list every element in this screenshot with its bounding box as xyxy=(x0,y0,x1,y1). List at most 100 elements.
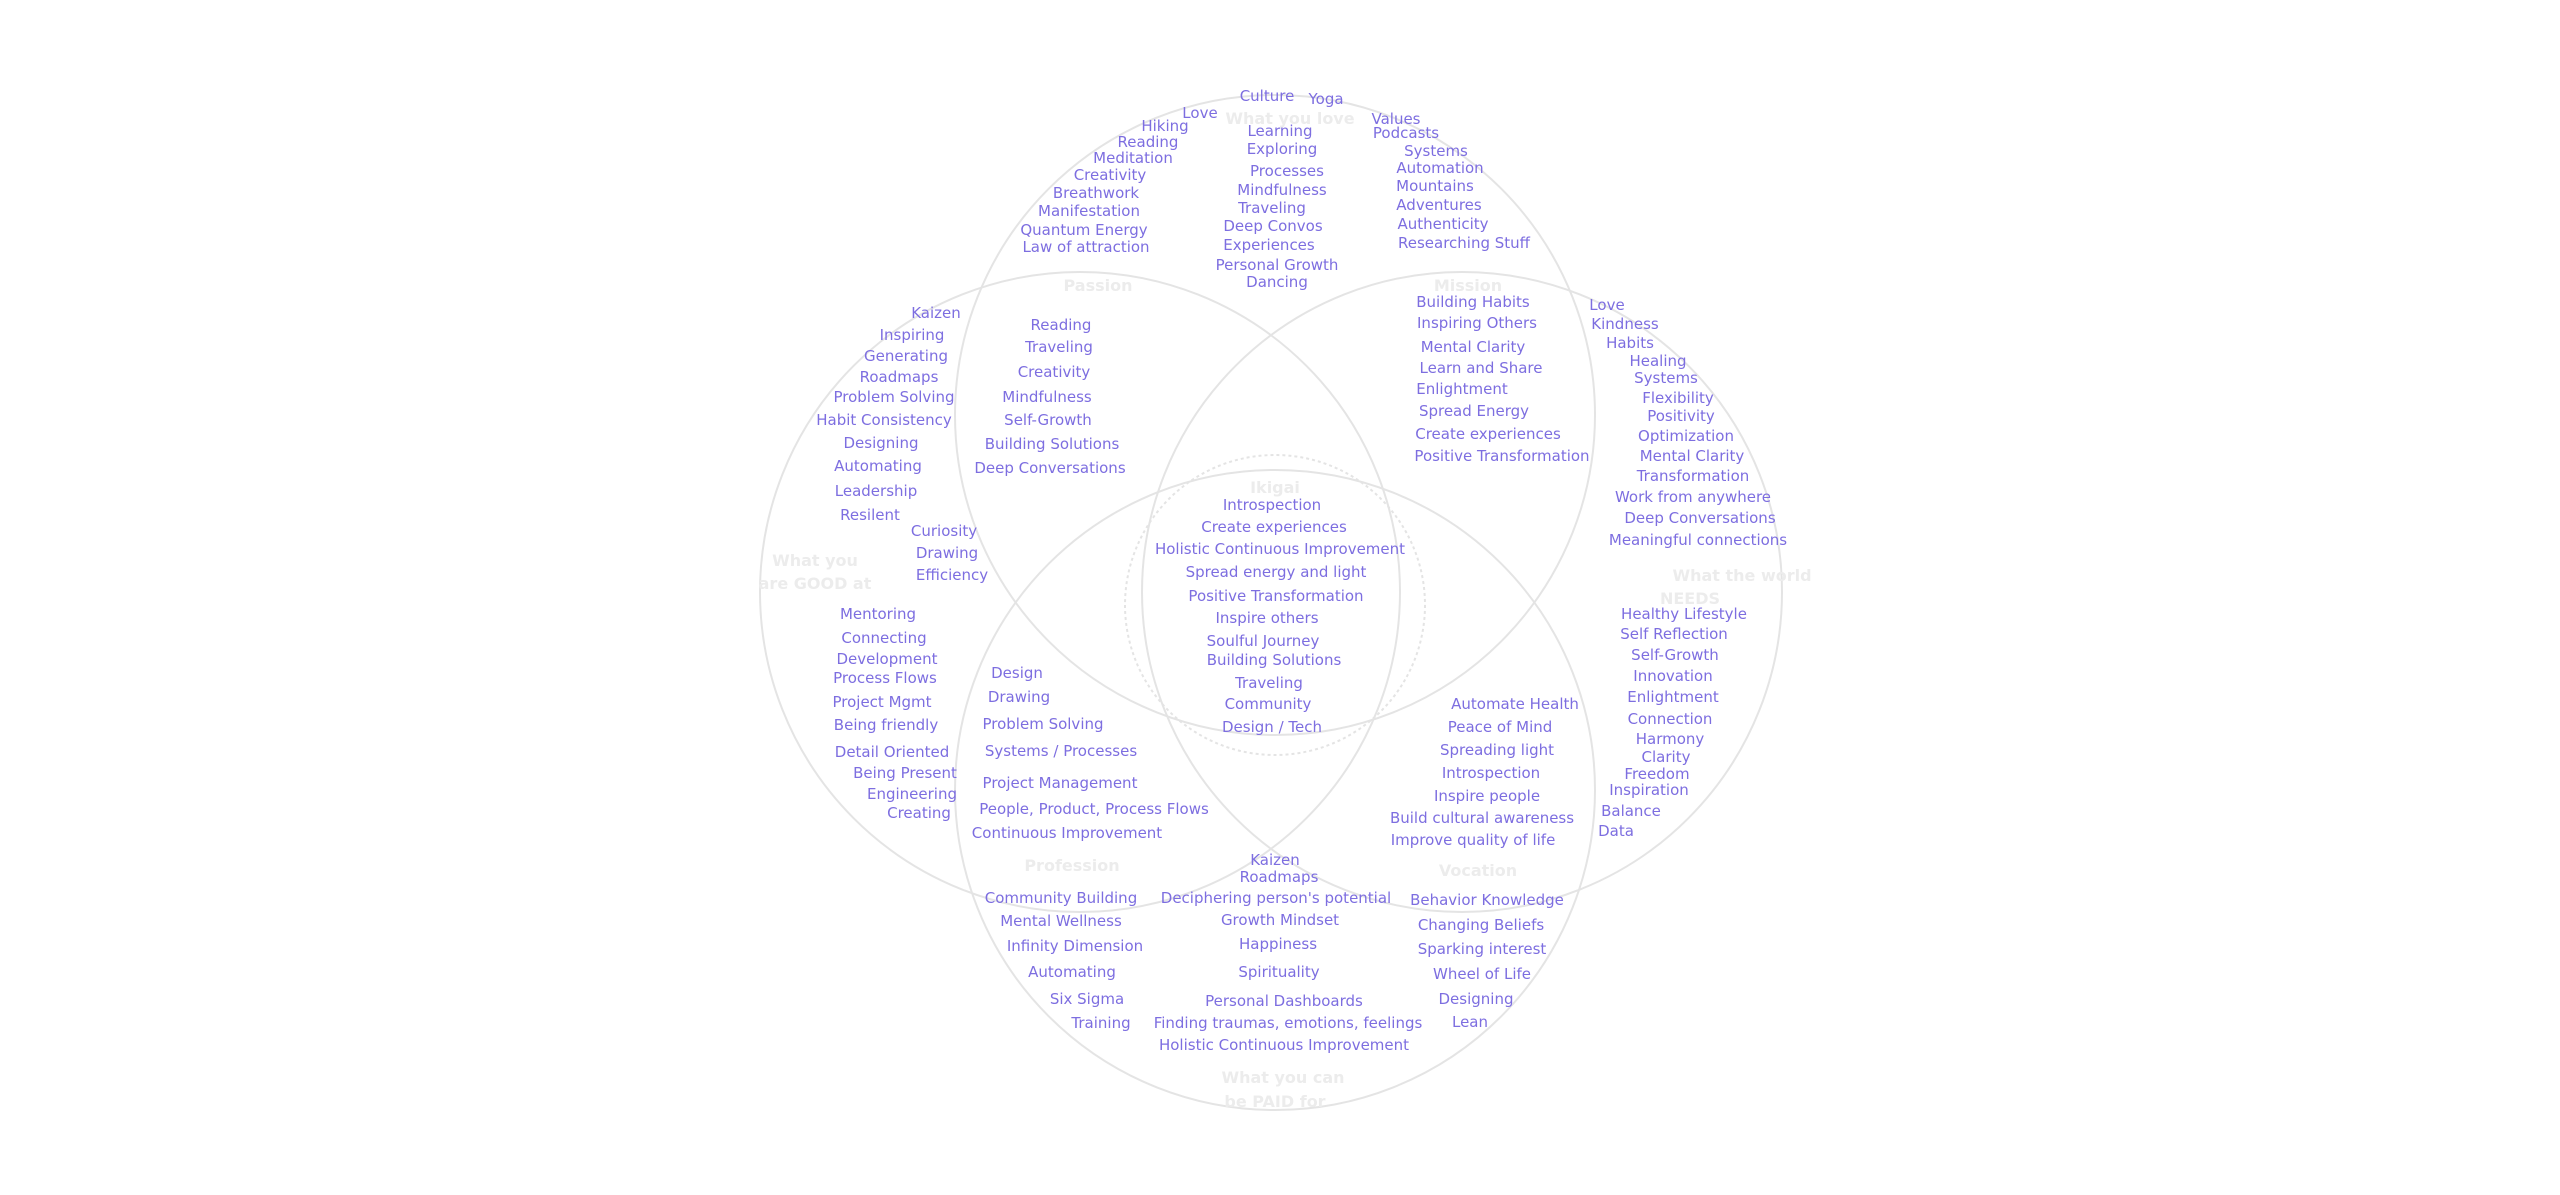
world-needs-item: Clarity xyxy=(1641,748,1691,766)
vocation-item: Inspire people xyxy=(1433,787,1541,805)
vocation-item: Improve quality of life xyxy=(1390,831,1556,849)
world-needs-item: Love xyxy=(1589,296,1625,314)
love-item: Creativity xyxy=(1073,166,1147,184)
good-at-item: Habit Consistency xyxy=(816,411,952,429)
passion-item: Building Solutions xyxy=(984,435,1120,453)
title-world-needs-line1: What the world xyxy=(1672,566,1811,585)
vocation-item: Build cultural awareness xyxy=(1389,809,1575,827)
passion-item: Traveling xyxy=(1025,338,1093,356)
good-at-item: Efficiency xyxy=(915,566,989,584)
good-at-item: Detail Oriented xyxy=(834,743,950,761)
ikigai-item: Create experiences xyxy=(1201,518,1347,536)
ikigai-item: Traveling xyxy=(1235,674,1303,692)
world-needs-item: Self Reflection xyxy=(1620,625,1728,643)
mission-item: Positive Transformation xyxy=(1414,447,1590,465)
love-item: Podcasts xyxy=(1372,124,1440,142)
title-profession: Profession xyxy=(1024,856,1119,875)
good-at-item: Drawing xyxy=(915,544,979,562)
profession-item: Design xyxy=(991,664,1043,682)
title-good-at-line1: What you xyxy=(772,551,858,570)
mission-item: Inspiring Others xyxy=(1417,314,1537,332)
good-at-item: Mentoring xyxy=(839,605,917,623)
paid-item: Community Building xyxy=(984,889,1138,907)
mission-item: Learn and Share xyxy=(1419,359,1543,377)
world-needs-item: Inspiration xyxy=(1609,781,1689,799)
title-vocation: Vocation xyxy=(1439,861,1517,880)
love-item: Law of attraction xyxy=(1022,238,1150,256)
title-good-at-line2: are GOOD at xyxy=(759,574,872,593)
title-passion: Passion xyxy=(1063,276,1132,295)
good-at-item: Roadmaps xyxy=(859,368,939,386)
love-item: Automation xyxy=(1396,159,1484,177)
good-at-item: Problem Solving xyxy=(833,388,955,406)
love-item: Love xyxy=(1182,104,1218,122)
good-at-item: Engineering xyxy=(867,785,957,803)
world-needs-item: Flexibility xyxy=(1642,389,1714,407)
world-needs-item: Data xyxy=(1598,822,1634,840)
profession-item: People, Product, Process Flows xyxy=(979,800,1209,818)
good-at-item: Automating xyxy=(834,457,922,475)
paid-item: Deciphering person's potential xyxy=(1160,889,1392,907)
vocation-item: Spreading light xyxy=(1439,741,1555,759)
love-item: Manifestation xyxy=(1038,202,1140,220)
circle-what-you-love xyxy=(954,94,1596,736)
good-at-item: Generating xyxy=(863,347,949,365)
paid-item: Training xyxy=(1071,1014,1131,1032)
passion-item: Self-Growth xyxy=(1004,411,1092,429)
paid-item: Mental Wellness xyxy=(1000,912,1122,930)
world-needs-item: Harmony xyxy=(1635,730,1705,748)
good-at-item: Being friendly xyxy=(833,716,939,734)
good-at-item: Inspiring xyxy=(879,326,945,344)
world-needs-item: Optimization xyxy=(1638,427,1734,445)
world-needs-item: Deep Conversations xyxy=(1624,509,1776,527)
ikigai-item: Spread energy and light xyxy=(1185,563,1367,581)
good-at-item: Development xyxy=(836,650,938,668)
circle-what-you-can-be-paid-for xyxy=(954,469,1596,1111)
love-item: Experiences xyxy=(1223,236,1315,254)
profession-item: Continuous Improvement xyxy=(971,824,1163,842)
world-needs-item: Systems xyxy=(1634,369,1698,387)
ikigai-item: Community xyxy=(1224,695,1312,713)
ikigai-item: Introspection xyxy=(1222,496,1322,514)
love-item: Processes xyxy=(1250,162,1324,180)
mission-item: Spread Energy xyxy=(1418,402,1530,420)
love-item: Yoga xyxy=(1308,90,1344,108)
paid-item: Holistic Continuous Improvement xyxy=(1158,1036,1410,1054)
passion-item: Creativity xyxy=(1017,363,1091,381)
ikigai-item: Positive Transformation xyxy=(1188,587,1364,605)
title-paid-line1: What you can xyxy=(1221,1068,1344,1087)
ikigai-item: Building Solutions xyxy=(1206,651,1342,669)
good-at-item: Designing xyxy=(843,434,919,452)
paid-item: Roadmaps xyxy=(1239,868,1319,886)
love-item: Adventures xyxy=(1396,196,1482,214)
good-at-item: Project Mgmt xyxy=(832,693,932,711)
profession-item: Problem Solving xyxy=(982,715,1104,733)
mission-item: Mental Clarity xyxy=(1420,338,1526,356)
good-at-item: Curiosity xyxy=(910,522,978,540)
passion-item: Mindfulness xyxy=(1002,388,1092,406)
love-item: Meditation xyxy=(1093,149,1173,167)
circle-what-you-are-good-at xyxy=(759,271,1401,913)
ikigai-item: Design / Tech xyxy=(1222,718,1322,736)
love-item: Personal Growth xyxy=(1215,256,1339,274)
love-item: Culture xyxy=(1239,87,1295,105)
love-item: Traveling xyxy=(1238,199,1306,217)
love-item: Researching Stuff xyxy=(1397,234,1531,252)
profession-item: Systems / Processes xyxy=(984,742,1138,760)
love-item: Deep Convos xyxy=(1223,217,1323,235)
love-item: Dancing xyxy=(1246,273,1308,291)
world-needs-item: Balance xyxy=(1601,802,1661,820)
world-needs-item: Work from anywhere xyxy=(1614,488,1772,506)
love-item: Values xyxy=(1371,110,1421,128)
world-needs-item: Mental Clarity xyxy=(1639,447,1745,465)
paid-item: Kaizen xyxy=(1250,851,1300,869)
ikigai-item: Inspire others xyxy=(1215,609,1319,627)
love-item: Breathwork xyxy=(1052,184,1140,202)
paid-item: Sparking interest xyxy=(1417,940,1547,958)
vocation-item: Peace of Mind xyxy=(1447,718,1553,736)
paid-item: Personal Dashboards xyxy=(1205,992,1363,1010)
world-needs-item: Freedom xyxy=(1624,765,1690,783)
paid-item: Spirituality xyxy=(1238,963,1320,981)
good-at-item: Leadership xyxy=(834,482,918,500)
